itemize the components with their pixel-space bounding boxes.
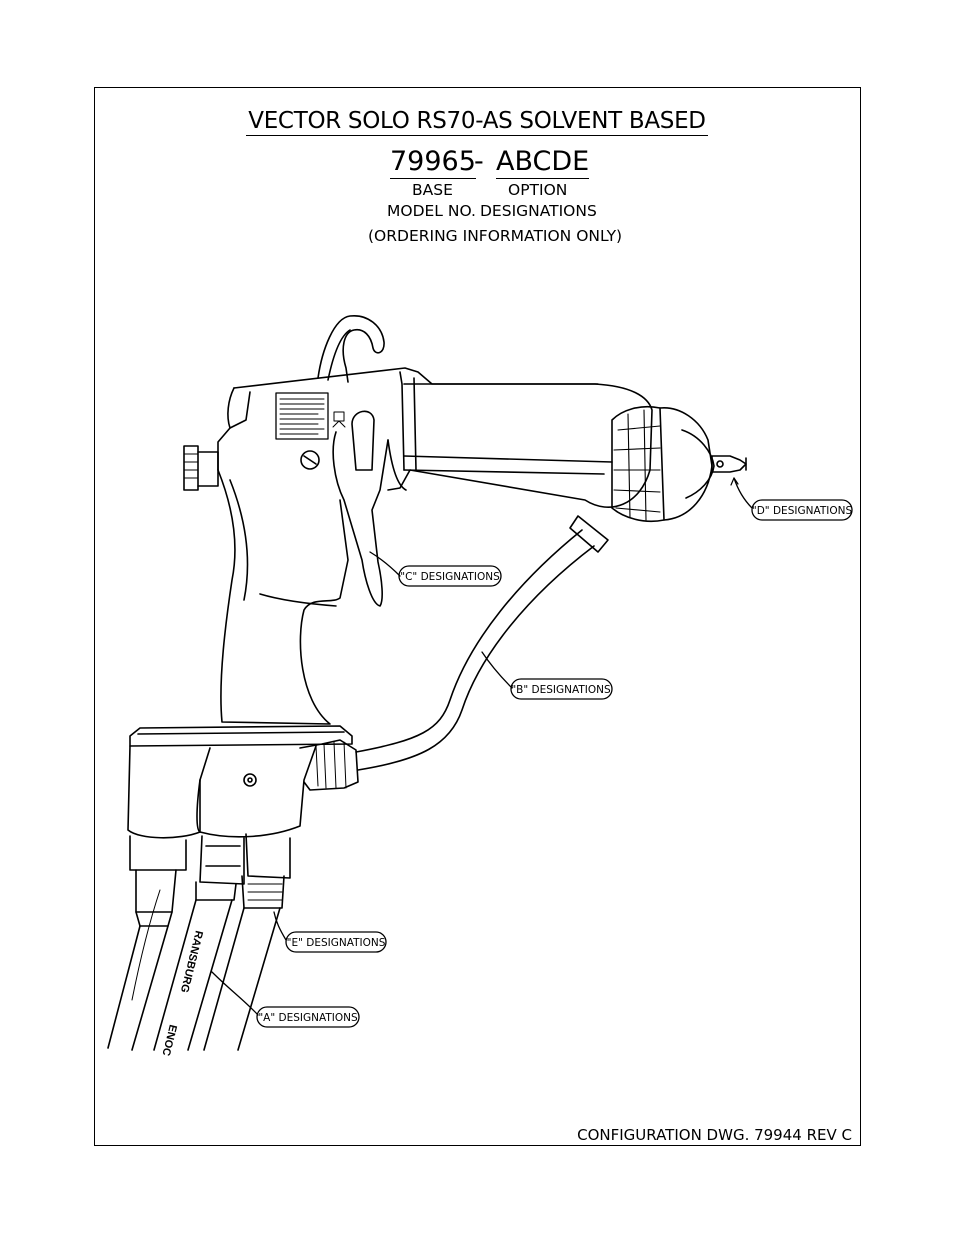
rear-fitting bbox=[184, 446, 198, 490]
hose-fitting-right bbox=[246, 834, 290, 878]
hose-brand-text: RANSBURG bbox=[178, 929, 205, 994]
callout-e-label: "E" DESIGNATIONS bbox=[287, 937, 386, 949]
warning-label bbox=[276, 393, 328, 439]
callout-a-label: "A" DESIGNATIONS bbox=[258, 1012, 358, 1024]
fluid-tube bbox=[356, 530, 582, 752]
gun-handle bbox=[218, 470, 348, 724]
leader-a bbox=[212, 972, 258, 1015]
hose-fitting-center bbox=[200, 836, 244, 884]
hose-left bbox=[108, 926, 140, 1048]
leader-b bbox=[482, 652, 512, 688]
trigger-window bbox=[352, 411, 374, 470]
hose-fragment-text: ENOC bbox=[159, 1023, 178, 1057]
drawing-number: CONFIGURATION DWG. 79944 REV C bbox=[577, 1126, 852, 1144]
callout-d-label: "D" DESIGNATIONS bbox=[752, 505, 853, 517]
hose-fitting-left bbox=[130, 836, 186, 870]
nozzle-cap bbox=[660, 408, 712, 520]
base-plate bbox=[130, 726, 352, 746]
trigger bbox=[333, 432, 388, 606]
front-ring bbox=[612, 407, 664, 522]
leader-e bbox=[274, 912, 286, 940]
callout-b-label: "B" DESIGNATIONS bbox=[511, 684, 611, 696]
callout-c-label: "C" DESIGNATIONS bbox=[400, 571, 500, 583]
gun-body bbox=[234, 368, 652, 507]
leader-c bbox=[370, 552, 400, 576]
